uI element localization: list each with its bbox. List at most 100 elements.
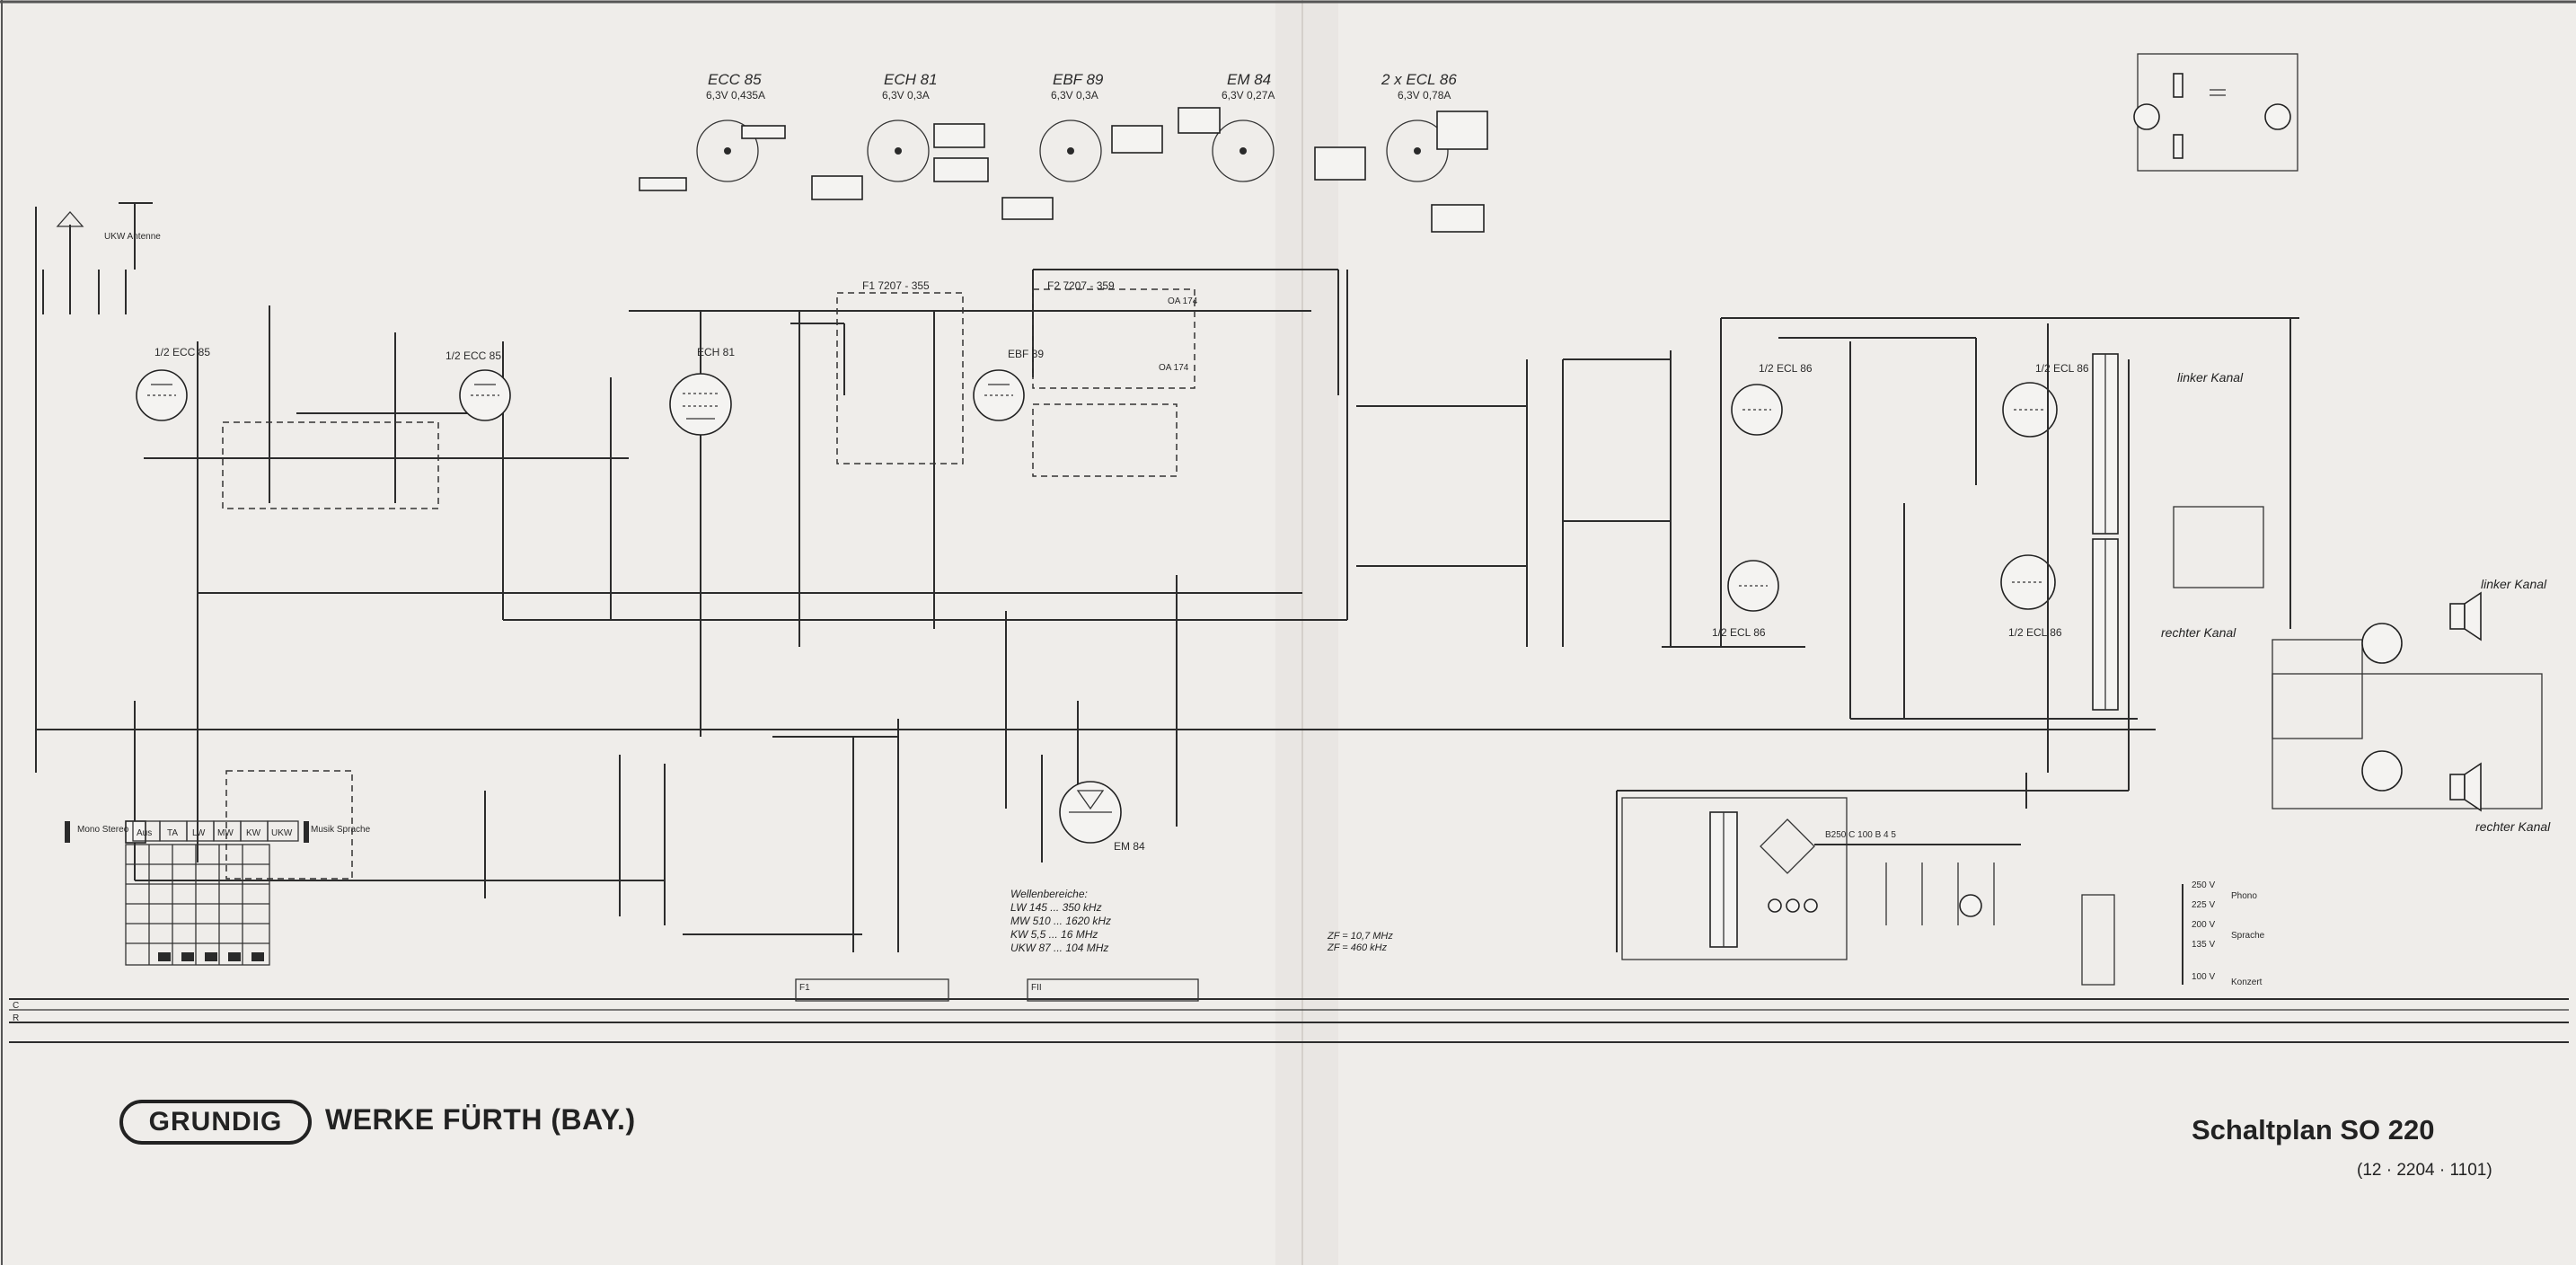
power-supply: B250 C 100 B 4 5 [1621,797,2021,960]
row-label-c: C [13,1001,19,1011]
schematic-title: Schaltplan SO 220 [2192,1114,2435,1146]
key-lw: LW [192,828,206,838]
tube-spec: 6,3V 0,78A [1398,89,1451,102]
switch-keys: Aus TA LW MW KW UKW [132,820,299,842]
osc-coil-block [225,770,353,880]
stage-label: EM 84 [1114,840,1145,853]
channel-label-left-top: linker Kanal [2177,370,2244,385]
filter-boxes [222,288,1195,880]
wiring-right [1346,270,2299,952]
waveband-mw: MW 510 ... 1620 kHz [1010,915,1112,927]
key-ukw: UKW [271,828,293,838]
tube-ebf89-pinout: EBF 89 6,3V 0,3A [1001,71,1163,220]
key-ta: TA [167,828,178,838]
key-kw: KW [246,828,261,838]
tube-ech81-pinout: ECH 81 6,3V 0,3A [811,71,989,200]
voltage-250: 250 V [2192,880,2215,890]
f1-filter-block [836,292,964,464]
f1-ref: F1 [799,983,810,993]
tube-symbol-ech81: ECH 81 [669,346,735,436]
voltage-135: 135 V [2192,940,2215,950]
if-frequencies: ZF = 10,7 MHz ZF = 460 kHz [1328,931,1393,954]
mono-stereo-label: Mono Stereo [77,825,129,835]
wiring-left [35,207,2156,952]
demod-diode-label: OA 174 [1168,296,1198,306]
stage-label: 1/2 ECL 86 [1712,626,1766,639]
tube-name: ECC 85 [708,71,762,88]
tube-symbol-ecc85-1: 1/2 ECC 85 [136,346,210,421]
waveband-kw: KW 5,5 ... 16 MHz [1010,928,1098,941]
indicator-diode-label: OA 174 [1159,363,1189,373]
legend-phono: Phono [2231,891,2257,901]
stage-label: 1/2 ECL 86 [2008,626,2062,639]
tube-spec: 6,3V 0,3A [1051,89,1098,102]
row-label-r: R [13,1013,19,1023]
antenna-inputs [42,202,153,314]
waveband-table: Wellenbereiche: LW 145 ... 350 kHz MW 51… [1010,888,1111,955]
waveband-lw: LW 145 ... 350 kHz [1010,901,1102,914]
document-number: (12 · 2204 · 1101) [2357,1161,2492,1180]
pilot-lamps [1768,898,1818,913]
legend-speech: Sprache [2231,931,2265,941]
tube-spec: 6,3V 0,27A [1222,89,1275,102]
pushbutton-switch-matrix: Aus TA LW MW KW UKW Mono Stereo Musik Sp… [65,820,371,966]
speaker-left [2361,591,2482,664]
tube-symbol-ebf89: EBF 89 [973,348,1044,421]
speakers [2361,591,2482,812]
company-name: WERKE FÜRTH (BAY.) [325,1103,636,1136]
grid-reference-rows: C R F1 FII [9,978,2569,1043]
channel-label-right-mid: rechter Kanal [2161,625,2236,640]
tube-symbol-ecl86-r1: 1/2 ECL 86 [1712,560,1779,639]
stage-label: 1/2 ECC 85 [154,346,210,358]
f2-ref: FII [1031,983,1042,993]
rectifier-bridge [1760,818,1815,874]
filter-caps [1885,862,1995,925]
key-off: Aus [137,828,152,838]
grundig-logo: GRUNDIG [119,1100,312,1145]
channel-label-left-mid: linker Kanal [2481,577,2547,591]
if-am: ZF = 460 kHz [1328,942,1388,953]
stage-label: 1/2 ECC 85 [446,349,501,362]
rectifier-label: B250 C 100 B 4 5 [1825,830,1896,840]
tube-symbol-ecc85-2: 1/2 ECC 85 [446,349,511,421]
channel-label-right-bottom: rechter Kanal [2475,819,2551,834]
stereo-indicator-circuit [2133,53,2298,172]
tube-symbol-em84: EM 84 [1059,781,1145,853]
tube-name: EBF 89 [1053,71,1104,88]
stage-label: EBF 89 [1008,348,1044,360]
voltage-225: 225 V [2192,900,2215,910]
f2-filter-block [1032,288,1195,389]
tube-em84-pinout: EM 84 6,3V 0,27A [1178,71,1275,182]
tube-name: 2 x ECL 86 [1381,71,1457,88]
tube-symbol-ecl86-l1: 1/2 ECL 86 [1731,362,1813,436]
music-speech-label: Musik Sprache [311,825,371,835]
waveband-ukw: UKW 87 ... 104 MHz [1010,942,1109,954]
if-fm: ZF = 10,7 MHz [1328,931,1393,942]
stage-label: 1/2 ECL 86 [1759,362,1813,375]
voltage-100: 100 V [2192,972,2215,982]
balance-box [2173,506,2264,588]
tube-name: EM 84 [1227,71,1271,88]
switch-grid [125,844,270,966]
tube-ecl86-pinout: 2 x ECL 86 6,3V 0,78A [1314,71,1488,233]
voltage-legend: 250 V 225 V 200 V 135 V 100 V Phono Spra… [2081,880,2265,987]
tube-ecc85-pinout: ECC 85 6,3V 0,435A [639,71,786,191]
output-transformers [2092,353,2543,809]
tube-spec: 6,3V 0,435A [706,89,765,102]
legend-concert: Konzert [2231,978,2263,987]
stage-label: ECH 81 [697,346,735,358]
key-mw: MW [217,828,234,838]
speaker-right [2361,750,2482,812]
f2-label: F2 7207 - 359 [1047,279,1115,292]
f1-label: F1 7207 - 355 [862,279,930,292]
antenna-label: UKW Antenne [104,232,161,242]
voltage-200: 200 V [2192,920,2215,930]
waveband-title: Wellenbereiche: [1010,888,1088,900]
speaker-frame [2272,673,2543,809]
stage-label: 1/2 ECL 86 [2035,362,2089,375]
tube-spec: 6,3V 0,3A [882,89,930,102]
rf-coil-block [222,421,439,509]
tube-name: ECH 81 [884,71,938,88]
tube-pinout-row: ECC 85 6,3V 0,435A ECH 81 6,3V 0,3A EBF … [639,71,1488,233]
